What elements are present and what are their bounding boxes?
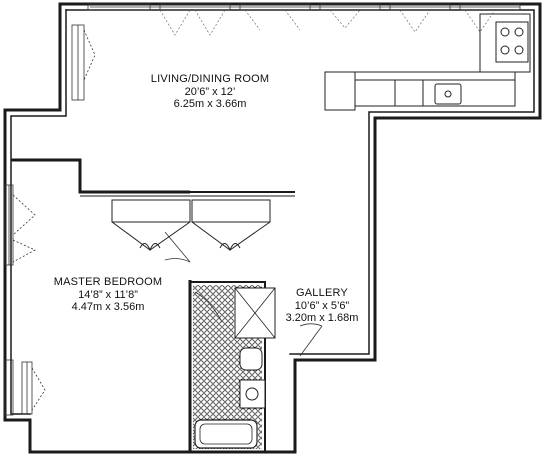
bathroom <box>193 285 276 449</box>
kitchen <box>324 13 531 111</box>
bedroom-door <box>164 231 191 263</box>
closet-right <box>191 199 271 223</box>
master-bedroom-dim-metric: 4.47m x 3.56m <box>71 301 145 314</box>
gallery-dim-metric: 3.20m x 1.68m <box>285 312 359 325</box>
master-bedroom-label: MASTER BEDROOM 14’8” x 11’8” 4.47m x 3.5… <box>48 276 168 314</box>
gallery-dim-imperial: 10’6” x 5’6” <box>294 299 350 312</box>
living-room-dim-metric: 6.25m x 3.66m <box>173 98 247 111</box>
gallery-name: GALLERY <box>296 287 348 299</box>
wall-living-bedroom <box>11 158 190 194</box>
refrigerator <box>394 79 424 107</box>
inner-wall-outline <box>65 9 535 355</box>
kitchen-island <box>324 71 356 111</box>
toilet <box>239 347 263 371</box>
gallery-door <box>299 323 323 357</box>
closets <box>111 199 271 252</box>
inner-wall-west <box>10 9 67 415</box>
window-west-upper <box>71 24 96 101</box>
stove <box>495 21 529 63</box>
kitchen-counter-upper <box>479 13 531 73</box>
living-room-label: LIVING/DINING ROOM 20’6” x 12’ 6.25m x 3… <box>140 73 280 111</box>
kitchen-counter <box>354 71 516 107</box>
exterior-walls <box>3 2 542 454</box>
living-room-name: LIVING/DINING ROOM <box>150 73 270 85</box>
sink <box>434 83 462 105</box>
bathtub <box>194 419 258 449</box>
master-bedroom-name: MASTER BEDROOM <box>53 276 163 288</box>
window-west-bedroom <box>4 184 46 416</box>
closet-left <box>111 199 191 223</box>
gallery-label: GALLERY 10’6” x 5’6” 3.20m x 1.68m <box>282 287 362 325</box>
bath-sink <box>239 379 266 409</box>
outer-wall-outline <box>3 2 542 454</box>
window-swings-top <box>159 9 496 36</box>
living-room-dim-imperial: 20’6” x 12’ <box>184 85 236 98</box>
master-bedroom-dim-imperial: 14’8” x 11’8” <box>78 288 138 301</box>
